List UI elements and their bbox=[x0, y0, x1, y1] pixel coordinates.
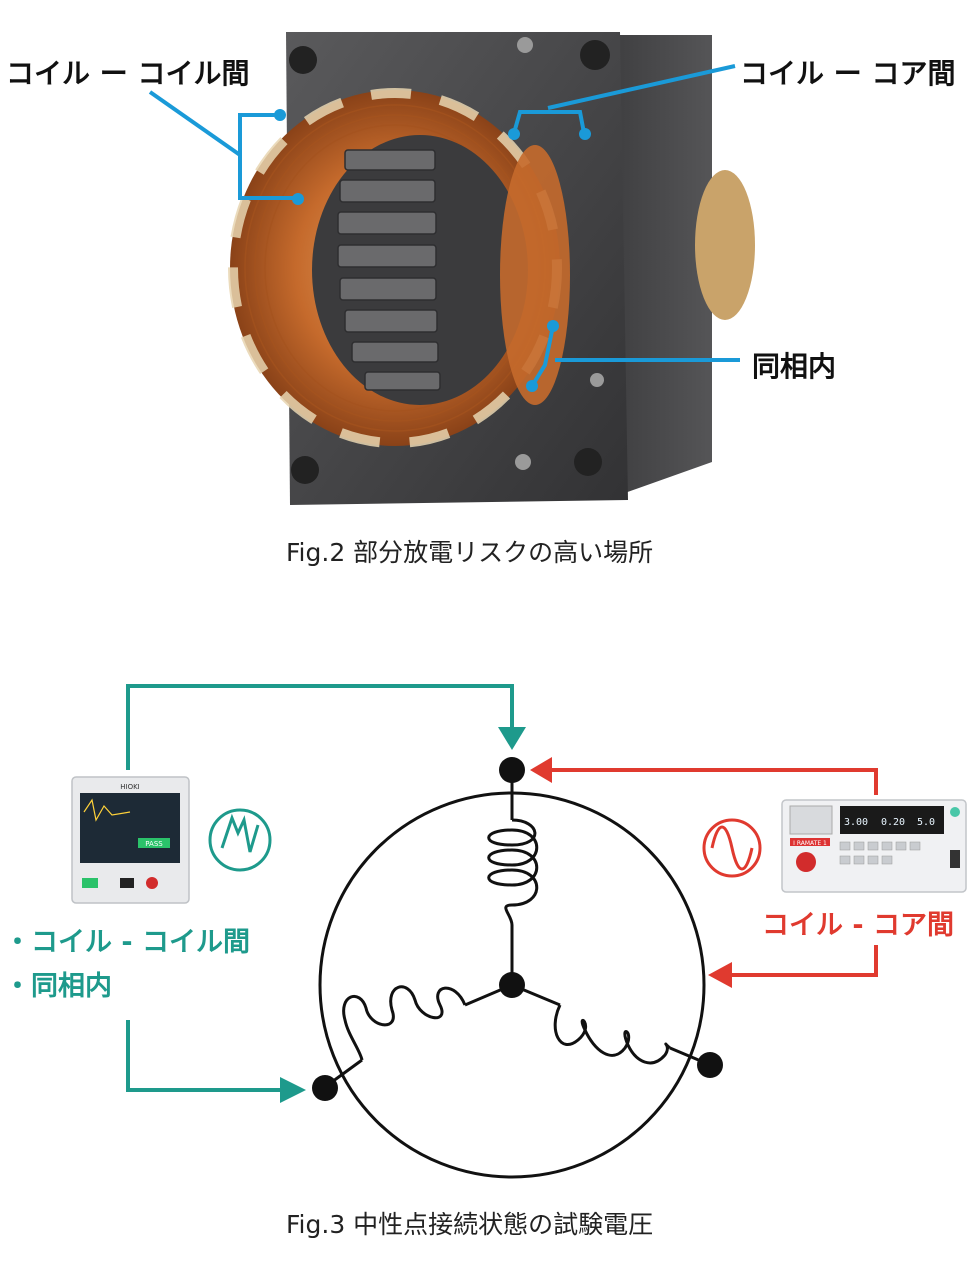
impulse-tester-device: PASS HIOKI bbox=[71, 776, 190, 904]
hipot-tester-stop-btn bbox=[796, 852, 816, 872]
fig2-caption: Fig.2 部分放電リスクの高い場所 bbox=[286, 538, 654, 567]
callout-coil-core-bracket bbox=[512, 110, 586, 134]
impulse-tester-port bbox=[120, 878, 134, 888]
mount-hole-br bbox=[574, 448, 602, 476]
screw-top bbox=[517, 37, 533, 53]
red-line-top bbox=[550, 768, 878, 795]
teal-line-bottom bbox=[126, 1020, 282, 1092]
mount-hole-bl bbox=[291, 456, 319, 484]
hipot-tester-device: 3.00 0.20 5.0 I RAMATE 1 bbox=[781, 799, 967, 893]
fig2-callouts bbox=[148, 64, 740, 388]
impulse-tester-pass-text: PASS bbox=[145, 840, 163, 848]
hipot-readout-time: 5.0 bbox=[917, 817, 935, 828]
red-arrow-bottom bbox=[708, 962, 732, 988]
hipot-readout-current: 0.20 bbox=[881, 817, 905, 828]
impulse-tester-brand: HIOKI bbox=[120, 783, 140, 791]
red-arrow-top bbox=[530, 757, 552, 783]
phase-w-coil bbox=[553, 1004, 671, 1065]
hipot-tester-badge-text: I RAMATE 1 bbox=[793, 840, 827, 847]
inner-coil-right bbox=[500, 145, 570, 405]
hipot-tester-keys bbox=[839, 841, 921, 865]
callout-coil-coil-leader bbox=[148, 90, 242, 157]
fig3-diagram: PASS HIOKI 3.00 0.20 5.0 I RAMATE 1 bbox=[71, 684, 967, 1179]
red-line-bottom bbox=[730, 945, 878, 977]
rear-coil-end bbox=[695, 170, 755, 320]
terminal-w bbox=[697, 1052, 723, 1078]
screw-bottom bbox=[515, 454, 531, 470]
hipot-readout-voltage: 3.00 bbox=[844, 817, 868, 828]
teal-arrow-top bbox=[498, 727, 526, 750]
impulse-waveform-icon bbox=[208, 808, 272, 872]
fig3-caption: Fig.3 中性点接続状態の試験電圧 bbox=[286, 1210, 654, 1239]
screw-right bbox=[590, 373, 604, 387]
label-coil-core: コイル ー コア間 bbox=[740, 57, 956, 90]
hipot-tester-meter bbox=[789, 805, 833, 835]
callout-coil-core-leader bbox=[547, 64, 736, 110]
impulse-tester-btn-green bbox=[82, 878, 98, 888]
impulse-tester-stop-btn bbox=[146, 877, 158, 889]
ac-sine-icon bbox=[702, 818, 762, 878]
label-teal-coil-coil: ・コイル - コイル間 bbox=[4, 927, 251, 958]
phase-u-coil bbox=[487, 818, 539, 926]
fig2-callout-dots bbox=[274, 109, 591, 392]
teal-arrow-bottom bbox=[280, 1077, 306, 1103]
label-same-phase: 同相内 bbox=[752, 350, 837, 383]
stator-teeth bbox=[337, 149, 441, 391]
callout-coil-coil-bracket bbox=[238, 113, 298, 200]
terminal-u bbox=[499, 757, 525, 783]
impulse-tester-screen bbox=[80, 793, 180, 863]
hipot-tester-badge bbox=[790, 838, 830, 846]
ac-sine-path bbox=[710, 825, 754, 871]
label-teal-same-phase: ・同相内 bbox=[4, 971, 112, 1002]
core-side-face bbox=[600, 35, 712, 500]
label-coil-coil: コイル ー コイル間 bbox=[6, 57, 250, 90]
callout-same-phase-bracket bbox=[530, 325, 555, 388]
impulse-tester-wave bbox=[83, 798, 131, 822]
terminal-v bbox=[312, 1075, 338, 1101]
teal-line-top bbox=[126, 684, 514, 770]
phase-v-coil bbox=[342, 985, 467, 1061]
neutral-point bbox=[499, 972, 525, 998]
hipot-tester-switch bbox=[950, 850, 960, 868]
mount-hole-tl bbox=[289, 46, 317, 74]
mount-hole-tr bbox=[580, 40, 610, 70]
stator-bore bbox=[312, 135, 528, 405]
label-red-coil-core: コイル - コア間 bbox=[762, 910, 955, 941]
stator-illustration bbox=[228, 32, 755, 505]
hipot-tester-indicator bbox=[950, 807, 960, 817]
hipot-tester-display bbox=[840, 806, 944, 834]
impulse-tester-pass-box bbox=[138, 838, 170, 848]
impulse-wave-path bbox=[220, 813, 260, 853]
